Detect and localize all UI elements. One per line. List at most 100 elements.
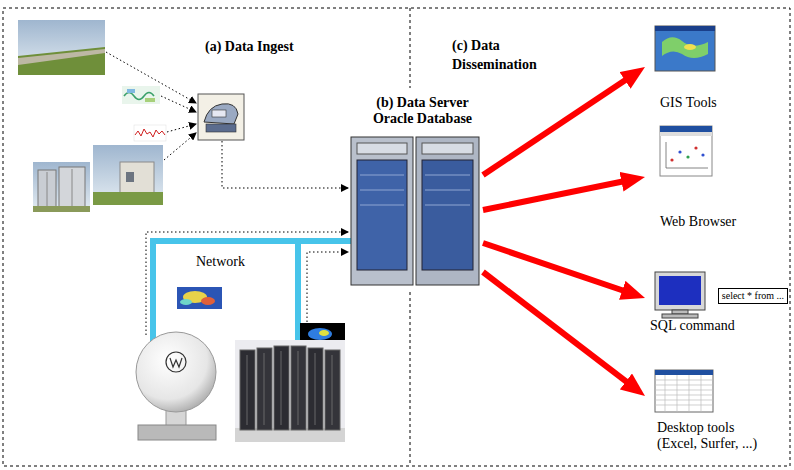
dotted-feed: [106, 52, 196, 103]
gis-icon: [655, 26, 715, 71]
tool-node: SQL command select * from ...: [645, 268, 791, 340]
dome-logo: [166, 352, 186, 372]
icon-body: [204, 104, 238, 124]
sheet-grid: [655, 375, 713, 412]
station-photo: [93, 145, 163, 205]
thumb-echo: [201, 297, 215, 305]
thumb-echo: [180, 299, 192, 305]
photo-sky: [93, 145, 163, 205]
ingest-gateway-icon: [198, 94, 244, 140]
icon-window: [212, 110, 226, 117]
browser-icon: [660, 126, 712, 176]
tool-label: Web Browser: [660, 214, 773, 230]
photo-cabinet: [59, 167, 85, 208]
thumb-field: [308, 328, 332, 340]
cluster-rack: [291, 346, 306, 430]
dashed-divider: [410, 292, 411, 466]
photo-sky: [18, 20, 105, 75]
instrument-photo: [33, 162, 90, 212]
tool-node: Web Browser: [645, 122, 773, 232]
dissemination-arrow: [483, 180, 631, 210]
dotted-feed: [146, 232, 348, 335]
dashed-frame: [3, 8, 790, 466]
tool-node: GIS Tools: [645, 22, 763, 117]
dotted-feed: [167, 124, 196, 132]
cluster-detail: [247, 351, 332, 425]
photo-grass: [18, 47, 105, 75]
gis-titlebar: [655, 26, 715, 31]
thumb-field: [319, 330, 329, 336]
thumb-series: [135, 129, 165, 137]
monitor-stand: [672, 310, 688, 314]
dotted-feed: [222, 141, 348, 188]
thumb-ground: [134, 125, 166, 141]
browser-plot-dot: [701, 153, 704, 156]
dotted-feed: [164, 133, 196, 160]
dotted-feeds: [106, 52, 348, 338]
photo-window: [126, 172, 134, 182]
thumb-ground: [122, 86, 160, 104]
browser-plot-dot: [686, 155, 689, 158]
photo-cabinet: [38, 170, 56, 208]
cluster-rack: [274, 346, 289, 430]
photo-embankment: [18, 49, 105, 65]
server-cabinet: [351, 137, 413, 285]
browser-titlebar: [660, 126, 712, 132]
chart-thumbnail: [134, 125, 166, 141]
thumb-patch: [145, 98, 155, 102]
browser-plot-dot: [694, 146, 697, 149]
server-cabinet: [416, 137, 479, 285]
gis-land: [684, 44, 696, 50]
photo-detail: [47, 172, 48, 206]
cluster-rack: [308, 348, 323, 430]
monitor-screen: [659, 276, 701, 305]
dashed-divider: [410, 8, 411, 88]
server-top: [357, 143, 407, 154]
query-box: select * from ...: [718, 288, 788, 304]
levee-photo: [18, 20, 105, 75]
tool-label: GIS Tools: [660, 95, 763, 111]
browser-plot-axis: [666, 142, 708, 168]
dome-sphere: [136, 332, 216, 412]
cluster-rack: [257, 348, 272, 430]
tool-node: Desktop tools (Excel, Surfer, ...): [645, 366, 780, 462]
server-top: [422, 143, 473, 154]
photo-grass: [93, 192, 163, 205]
monitor-icon: [655, 272, 705, 318]
computer-cluster: [235, 340, 345, 442]
icon-frame: [198, 94, 244, 140]
cluster-rack: [240, 350, 255, 430]
photo-ground: [33, 206, 90, 212]
gis-land: [662, 37, 708, 58]
section-heading: (b) Data Server Oracle Database: [365, 95, 480, 127]
thumb-ground: [177, 287, 222, 309]
network-lines: [153, 241, 352, 345]
section-heading: (a) Data Ingest: [205, 37, 294, 56]
server-panel: [422, 160, 473, 270]
photo-sky: [33, 162, 90, 212]
sheet-window: [655, 370, 713, 412]
browser-plot-dot: [670, 158, 673, 161]
cluster-room: [235, 340, 345, 432]
thumb-patch: [127, 89, 135, 93]
radar-dome: [136, 332, 216, 440]
server-cabinets: [351, 137, 479, 285]
monitor-case: [655, 272, 705, 310]
network-label: Network: [196, 252, 245, 271]
browser-plot-dot: [678, 150, 681, 153]
spreadsheet-icon: [655, 370, 713, 412]
dome-base: [138, 425, 216, 440]
server-panel: [357, 160, 407, 270]
sheet-titlebar: [655, 370, 713, 375]
browser-window: [660, 126, 712, 176]
tool-label: SQL command: [650, 318, 791, 334]
cluster-rack: [325, 350, 340, 430]
gis-window: [655, 26, 715, 71]
browser-toolbar: [660, 132, 712, 136]
monitor-base: [662, 314, 698, 318]
query-text: select * from ...: [722, 290, 784, 302]
icon-base: [206, 124, 236, 132]
